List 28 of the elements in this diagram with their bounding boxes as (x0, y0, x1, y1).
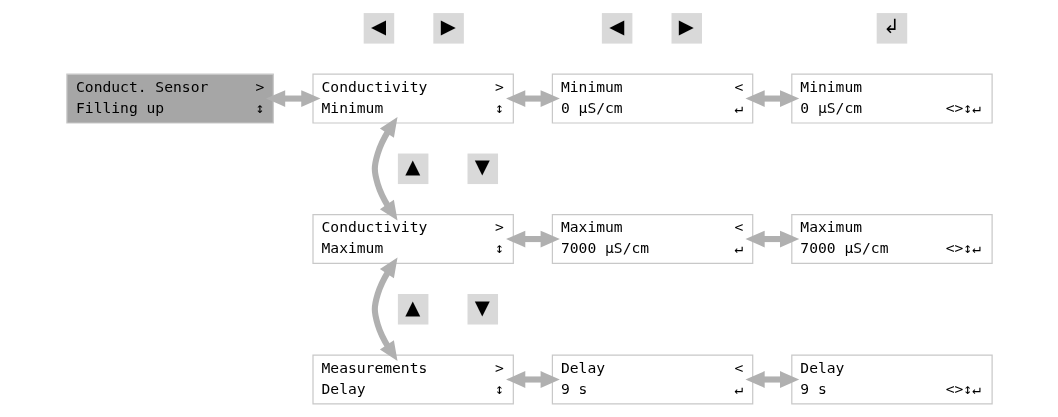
node-box: Delay < 9 s ↵ (551, 354, 753, 405)
arrow (744, 371, 799, 388)
arrow (744, 230, 799, 248)
node-box: Measurements > Delay ↕ (311, 354, 514, 405)
node-box: Conductivity > Maximum ↕ (311, 214, 514, 265)
node-box: Minimum < 0 µS/cm ↵ (551, 73, 753, 124)
arrow (265, 90, 320, 107)
arrow (371, 257, 398, 362)
arrow (505, 230, 560, 248)
label: ▼ (474, 295, 490, 319)
label: ▲ (404, 295, 420, 319)
arrow (505, 90, 560, 107)
label: ▼ (474, 155, 490, 179)
label: ▶ (440, 14, 456, 38)
arrow (744, 90, 799, 107)
node-box: Minimum 0 µS/cm <>↕↵ (790, 73, 993, 124)
node-box: Maximum < 7000 µS/cm ↵ (551, 214, 753, 265)
arrow (371, 117, 398, 221)
node-box: Delay 9 s <>↕↵ (790, 354, 993, 405)
label: ▶ (678, 14, 694, 38)
arrow (505, 371, 560, 388)
node-box: Conductivity > Minimum ↕ (311, 73, 514, 124)
label: ↲ (882, 14, 900, 38)
label: ◀ (608, 14, 624, 38)
node-box: Maximum 7000 µS/cm <>↕↵ (790, 214, 993, 265)
node-box: Conduct. Sensor > Filling up ↕ (65, 73, 274, 124)
label: ◀ (370, 14, 386, 38)
label: ▲ (404, 155, 420, 179)
